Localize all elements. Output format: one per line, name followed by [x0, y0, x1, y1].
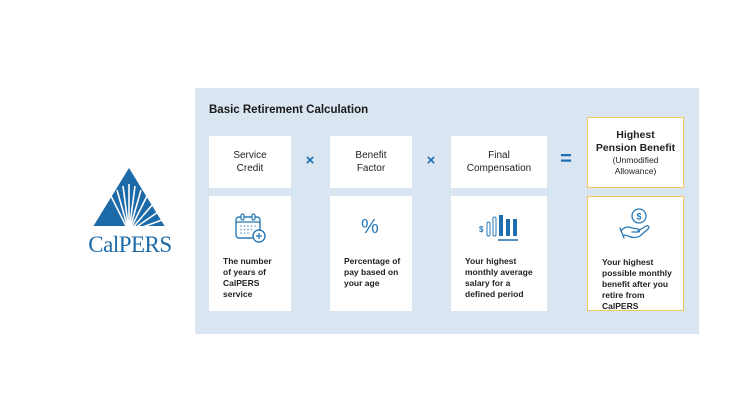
multiply-operator: ×: [426, 152, 436, 169]
desc-line: defined period: [465, 289, 524, 299]
header-line: Factor: [356, 163, 386, 174]
header-subtitle: Allowance): [614, 165, 657, 176]
desc-line: pay based on: [344, 267, 399, 277]
final-compensation-header: Final Compensation: [451, 136, 547, 188]
desc-line: your age: [344, 278, 380, 288]
header-line: Pension Benefit: [595, 141, 676, 154]
desc-line: monthly average: [465, 267, 533, 277]
benefit-factor-header: Benefit Factor: [330, 136, 412, 188]
service-credit-card: The number of years of CalPERS service: [209, 196, 291, 311]
header-line: Compensation: [466, 163, 532, 174]
header-line: Final: [488, 150, 510, 161]
header-subtitle: (Unmodified: [612, 154, 659, 165]
final-compensation-card: $ Your highest monthly average salary fo…: [451, 196, 547, 311]
calendar-plus-icon: [235, 213, 266, 243]
header-line: Credit: [236, 163, 264, 174]
triangle-sunburst-icon: [91, 168, 167, 234]
desc-line: possible monthly: [602, 268, 672, 278]
desc-line: CalPERS service: [223, 278, 260, 299]
desc-line: Your highest: [465, 256, 517, 266]
service-credit-description: The number of years of CalPERS service: [223, 256, 291, 300]
final-compensation-description: Your highest monthly average salary for …: [465, 256, 533, 300]
panel-title: Basic Retirement Calculation: [209, 104, 369, 116]
desc-line: benefit after you: [602, 279, 669, 289]
desc-line: Your highest: [602, 257, 654, 267]
svg-text:$: $: [636, 212, 641, 222]
benefit-factor-card: % Percentage of pay based on your age: [330, 196, 412, 311]
header-line: Service: [233, 150, 267, 161]
desc-line: retire from CalPERS: [602, 290, 645, 311]
multiply-operator: ×: [305, 152, 315, 169]
equals-operator: =: [560, 148, 572, 170]
percent-icon: %: [361, 216, 379, 238]
desc-line: Percentage of: [344, 256, 401, 266]
logo-wordmark: CalPERS: [88, 232, 172, 257]
benefit-factor-description: Percentage of pay based on your age: [344, 256, 400, 289]
desc-line: The number: [223, 256, 272, 266]
header-line: Highest: [616, 128, 655, 141]
retirement-calculation-panel: Basic Retirement Calculation Service Cre…: [195, 88, 699, 334]
header-line: Benefit: [355, 150, 387, 161]
desc-line: salary for a: [465, 278, 511, 288]
service-credit-header: Service Credit: [209, 136, 291, 188]
pension-benefit-card: $ Your highest possible monthly benefit …: [587, 196, 684, 311]
pension-benefit-description: Your highest possible monthly benefit af…: [602, 257, 683, 312]
salary-bars-icon: $: [479, 214, 523, 242]
hand-coin-icon: $: [619, 208, 650, 239]
dollar-sign: $: [479, 225, 484, 234]
pension-benefit-header: Highest Pension Benefit (Unmodified Allo…: [587, 117, 684, 188]
calpers-logo: CalPERS: [78, 166, 178, 258]
desc-line: of years of: [223, 267, 266, 277]
